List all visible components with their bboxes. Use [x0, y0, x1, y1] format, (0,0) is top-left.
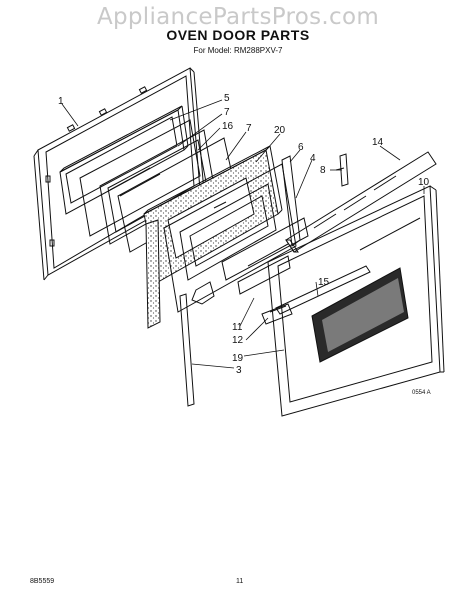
callout-6: 6 — [298, 142, 304, 153]
callout-14: 14 — [372, 137, 384, 148]
page-title: OVEN DOOR PARTS — [166, 27, 310, 43]
callout-4: 4 — [310, 153, 316, 164]
watermark: AppliancePartsPros.com — [96, 4, 380, 30]
callout-10: 10 — [418, 177, 430, 188]
footer-doc-number: 8B5559 — [30, 578, 55, 585]
top-vent-trim — [285, 151, 437, 253]
side-channel-left — [145, 219, 161, 329]
callout-16: 16 — [222, 121, 234, 132]
callout-7-lower: 7 — [246, 123, 252, 134]
model-line: For Model: RM288PXV-7 — [193, 46, 283, 55]
outer-door-panel — [267, 185, 445, 417]
door-glass-strip — [221, 217, 309, 295]
door-handle — [275, 265, 371, 315]
door-clip — [191, 281, 215, 305]
callout-15: 15 — [318, 277, 330, 288]
callout-1: 1 — [58, 96, 64, 107]
inner-glass — [79, 119, 201, 237]
callout-12: 12 — [232, 335, 244, 346]
callout-3: 3 — [236, 365, 242, 376]
callout-19: 19 — [232, 353, 244, 364]
callout-11: 11 — [232, 322, 243, 333]
window-pack — [59, 105, 189, 215]
door-inner-frame — [163, 163, 297, 313]
callout-20: 20 — [274, 125, 286, 136]
figure-code: 0554 A — [412, 390, 431, 396]
callout-5: 5 — [224, 93, 230, 104]
leader-lines — [61, 99, 425, 369]
side-channel-lower — [179, 293, 195, 407]
callout-8: 8 — [320, 165, 326, 176]
footer-page-number: 11 — [236, 578, 244, 585]
callout-7-upper: 7 — [224, 107, 230, 118]
